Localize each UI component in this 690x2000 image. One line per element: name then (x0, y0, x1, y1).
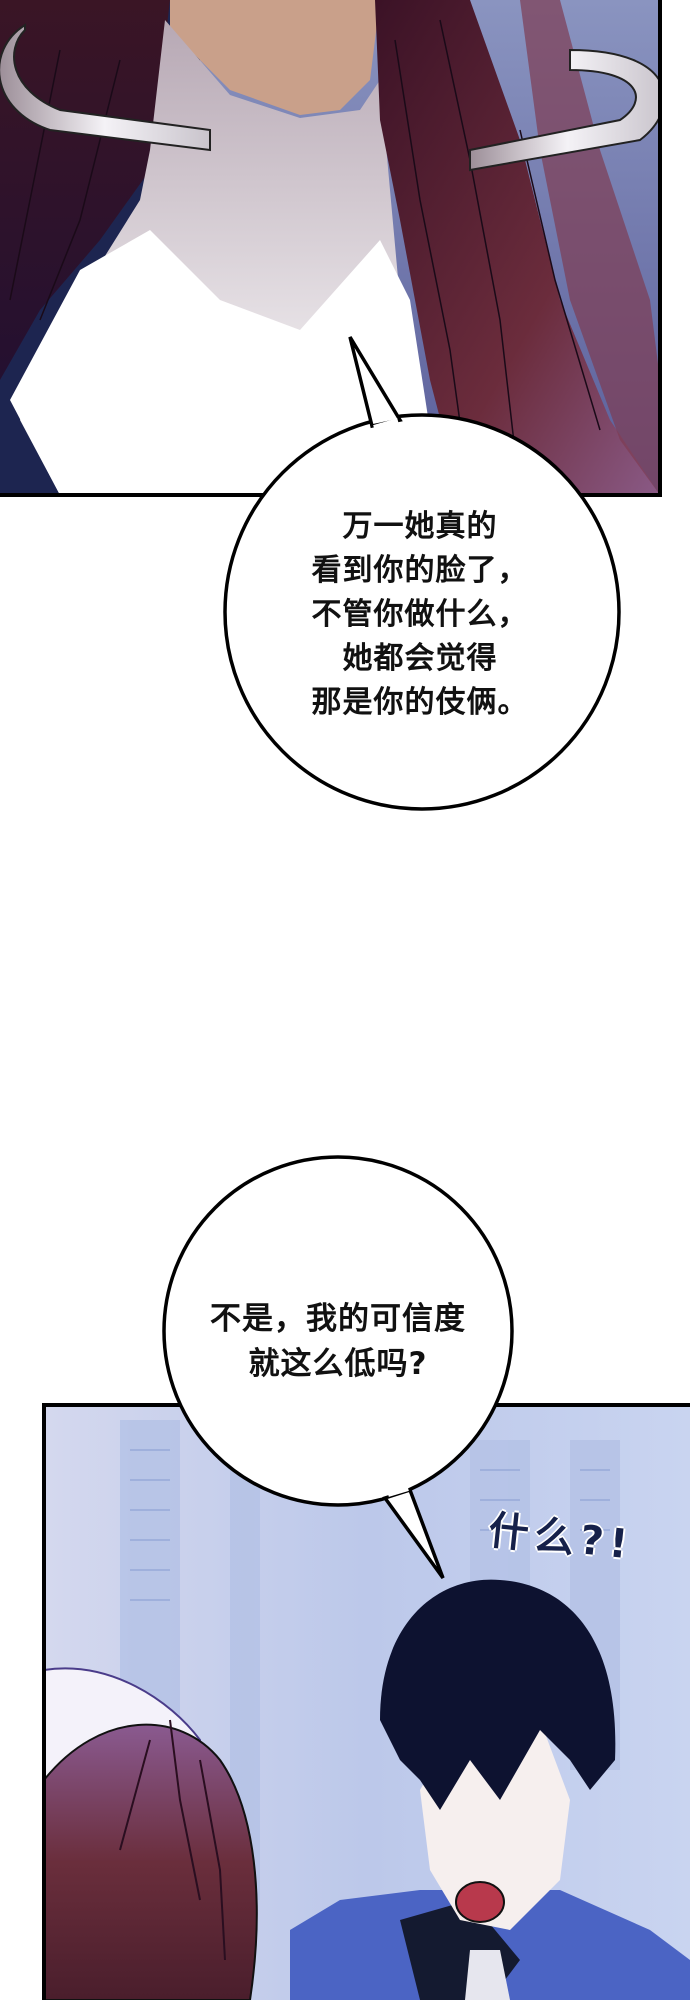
bubble-1-line: 万一她真的 (342, 509, 498, 544)
panel-bottom (44, 1405, 690, 2000)
speech-bubble-2-text: 不是，我的可信度 就这么低吗? (165, 1297, 511, 1387)
bubble-2-line: 不是，我的可信度 (210, 1301, 466, 1337)
bubble-2-line: 就这么低吗? (248, 1346, 428, 1382)
bubble-1-line: 那是你的伎俩。 (311, 685, 529, 720)
bubble-1-line: 不管你做什么， (311, 597, 529, 632)
bubble-1-line: 她都会觉得 (342, 641, 498, 676)
bubble-1-line: 看到你的脸了， (311, 553, 529, 588)
speech-bubble-1-shape (223, 336, 621, 811)
speech-bubble-2-shape (162, 1155, 514, 1580)
panel-top (0, 0, 660, 495)
speech-bubble-1-text: 万一她真的 看到你的脸了， 不管你做什么， 她都会觉得 那是你的伎俩。 (240, 505, 600, 725)
